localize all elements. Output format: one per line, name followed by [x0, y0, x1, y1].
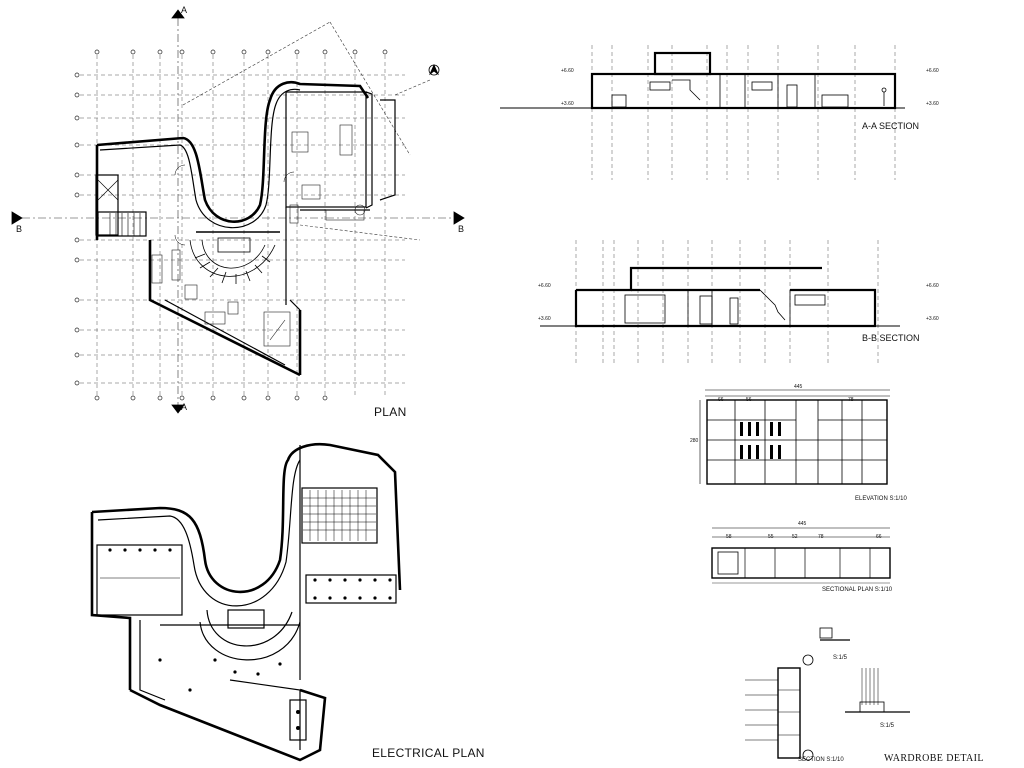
sectional-plan-dim-5: 66 — [876, 534, 882, 540]
section-aa-drawing — [500, 45, 905, 180]
elevation-handles — [740, 422, 781, 459]
sectional-plan-width-dim: 445 — [798, 521, 807, 527]
section-bb-title: B-B SECTION — [862, 333, 920, 343]
elevation-width-dim: 445 — [794, 384, 803, 390]
section-aa-level-top-right: +6.60 — [926, 68, 939, 74]
section-bb-level-bottom-left: +3.60 — [538, 316, 551, 322]
section-mark-b-left: B — [16, 224, 23, 234]
sectional-plan-dim-3: 52 — [792, 534, 798, 540]
plan-grid-bubbles — [74, 49, 388, 401]
plan-section-lines — [22, 18, 460, 405]
elevation-dim-3: 78 — [848, 397, 854, 403]
plan-grid — [80, 55, 405, 395]
plan-drawing — [11, 9, 465, 414]
wardrobe-detail-drawing — [745, 627, 910, 761]
sectional-plan-dim-1: 58 — [726, 534, 732, 540]
electrical-ceiling-grid — [100, 490, 376, 579]
plan-furniture — [151, 124, 366, 347]
elevation-dim-1: 66 — [718, 397, 724, 403]
plan-curved-stair — [189, 231, 280, 284]
sectional-plan-dim-2: 55 — [768, 534, 774, 540]
plan-section-markers — [11, 9, 465, 414]
elevation-height-dim: 280 — [690, 438, 699, 444]
sectional-plan-title: SECTIONAL PLAN S:1/10 — [822, 587, 893, 593]
wardrobe-detail-title: WARDROBE DETAIL — [884, 753, 984, 764]
elevation-title: ELEVATION S:1/10 — [855, 496, 907, 502]
elevation-dim-2: 56 — [746, 397, 752, 403]
wardrobe-section-scale: S:1/5 — [833, 655, 848, 661]
wardrobe-section-title: SECTION S:1/10 — [798, 757, 844, 763]
sectional-plan-drawing — [711, 527, 891, 584]
section-aa-level-bottom-right: +3.60 — [926, 101, 939, 107]
electrical-plan-title: ELECTRICAL PLAN — [372, 746, 485, 760]
section-bb-level-top-right: +6.60 — [926, 283, 939, 289]
section-bb-level-top-left: +6.60 — [538, 283, 551, 289]
section-aa-title: A-A SECTION — [862, 121, 920, 131]
electrical-plan-drawing — [90, 442, 402, 762]
section-bb-level-bottom-right: +3.60 — [926, 316, 939, 322]
section-aa-level-top-left: +6.60 — [561, 68, 574, 74]
elevation-drawing — [699, 389, 890, 485]
section-bb-drawing — [540, 240, 900, 365]
section-mark-a-bottom: A — [181, 402, 188, 412]
plan-north-arrow — [428, 64, 440, 76]
section-aa-level-bottom-left: +3.60 — [561, 101, 574, 107]
plan-title: PLAN — [374, 405, 407, 419]
section-mark-b-right: B — [458, 224, 465, 234]
section-mark-a-top: A — [181, 5, 188, 15]
sectional-plan-dim-4: 78 — [818, 534, 824, 540]
wardrobe-section-scale-2: S:1/5 — [880, 723, 895, 729]
electrical-fixtures — [108, 548, 392, 730]
